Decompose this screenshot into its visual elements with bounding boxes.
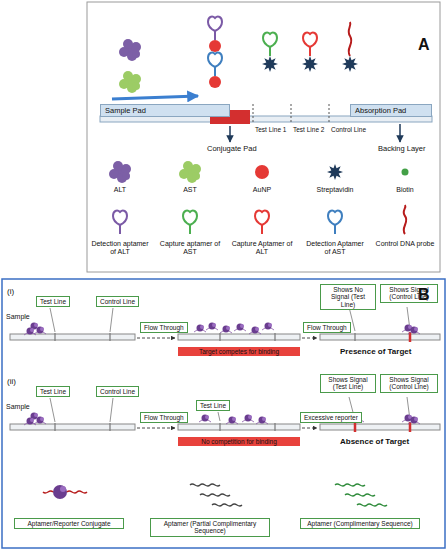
- legend-box: Aptamer/Reporter Conjugate: [14, 518, 124, 529]
- step-box: Flow Through: [303, 322, 351, 333]
- node-text: Flow Through: [307, 324, 347, 331]
- text-label: Sample: [6, 313, 30, 321]
- text-label: Conjugate Pad: [207, 145, 257, 154]
- text-label: A: [418, 36, 430, 54]
- text-label: Backing Layer: [378, 145, 426, 154]
- node-text: Test Line: [40, 388, 66, 395]
- legend-box: Aptamer (Complimentary Sequence): [300, 518, 420, 529]
- step-box: Excessive reporter: [300, 412, 362, 423]
- text-label: (ii): [7, 377, 16, 386]
- text-label: Sample: [6, 403, 30, 411]
- text-label: B: [418, 286, 430, 304]
- legend-text: Capture Aptamer of ALT: [231, 240, 293, 256]
- node-text: Aptamer (Partial Complimentary Sequence): [154, 520, 266, 535]
- node-text: Test Line: [200, 402, 226, 409]
- legend-box: Aptamer (Partial Complimentary Sequence): [150, 518, 270, 537]
- node-text: Control Line: [100, 388, 135, 395]
- label-box: Control Line: [96, 386, 139, 397]
- step-box: Flow Through: [140, 322, 188, 333]
- legend-text: Detection aptamer of ALT: [89, 240, 151, 256]
- legend-text: AST: [159, 186, 221, 194]
- label-box: Test Line: [36, 386, 70, 397]
- text-label: Absence of Target: [340, 437, 409, 446]
- node-text: Aptamer (Complimentary Sequence): [304, 520, 416, 527]
- legend-text: Control DNA probe: [374, 240, 436, 248]
- legend-text: Streptavidin: [304, 186, 366, 194]
- node-text: No competition for binding: [181, 438, 297, 445]
- node-text: Flow Through: [144, 414, 184, 421]
- result-box: Shows Signal (Test Line): [320, 374, 376, 393]
- text-label: Test Line 1: [255, 126, 286, 133]
- node-text: Shows Signal (Control Line): [384, 376, 434, 391]
- text-label: (i): [7, 287, 14, 296]
- node-text: Test Line: [40, 298, 66, 305]
- node-text: Target competes for binding: [181, 348, 297, 355]
- label-box: Test Line: [196, 400, 230, 411]
- node-text: Flow Through: [144, 324, 184, 331]
- text-label: Control Line: [331, 126, 366, 133]
- node-text: Absorption Pad: [355, 106, 427, 115]
- node-text: Control Line: [100, 298, 135, 305]
- text-label: Presence of Target: [340, 347, 411, 356]
- legend-text: ALT: [89, 186, 151, 194]
- node-text: Shows No Signal (Test Line): [324, 286, 372, 308]
- pad-band: Sample Pad: [100, 104, 230, 117]
- legend-text: Detection Aptamer of AST: [304, 240, 366, 256]
- node-text: Excessive reporter: [304, 414, 358, 421]
- red-band: Target competes for binding: [178, 347, 300, 356]
- legend-text: Capture aptamer of AST: [159, 240, 221, 256]
- node-text: Aptamer/Reporter Conjugate: [18, 520, 120, 527]
- step-box: Flow Through: [140, 412, 188, 423]
- legend-text: Biotin: [374, 186, 436, 194]
- label-box: Test Line: [36, 296, 70, 307]
- node-text: Shows Signal (Test Line): [324, 376, 372, 391]
- legend-text: AuNP: [231, 186, 293, 194]
- red-band: No competition for binding: [178, 437, 300, 446]
- result-box: Shows No Signal (Test Line): [320, 284, 376, 310]
- node-text: Sample Pad: [105, 106, 225, 115]
- text-label: Test Line 2: [293, 126, 324, 133]
- label-box: Control Line: [96, 296, 139, 307]
- pad-band: Absorption Pad: [350, 104, 432, 117]
- result-box: Shows Signal (Control Line): [380, 374, 438, 393]
